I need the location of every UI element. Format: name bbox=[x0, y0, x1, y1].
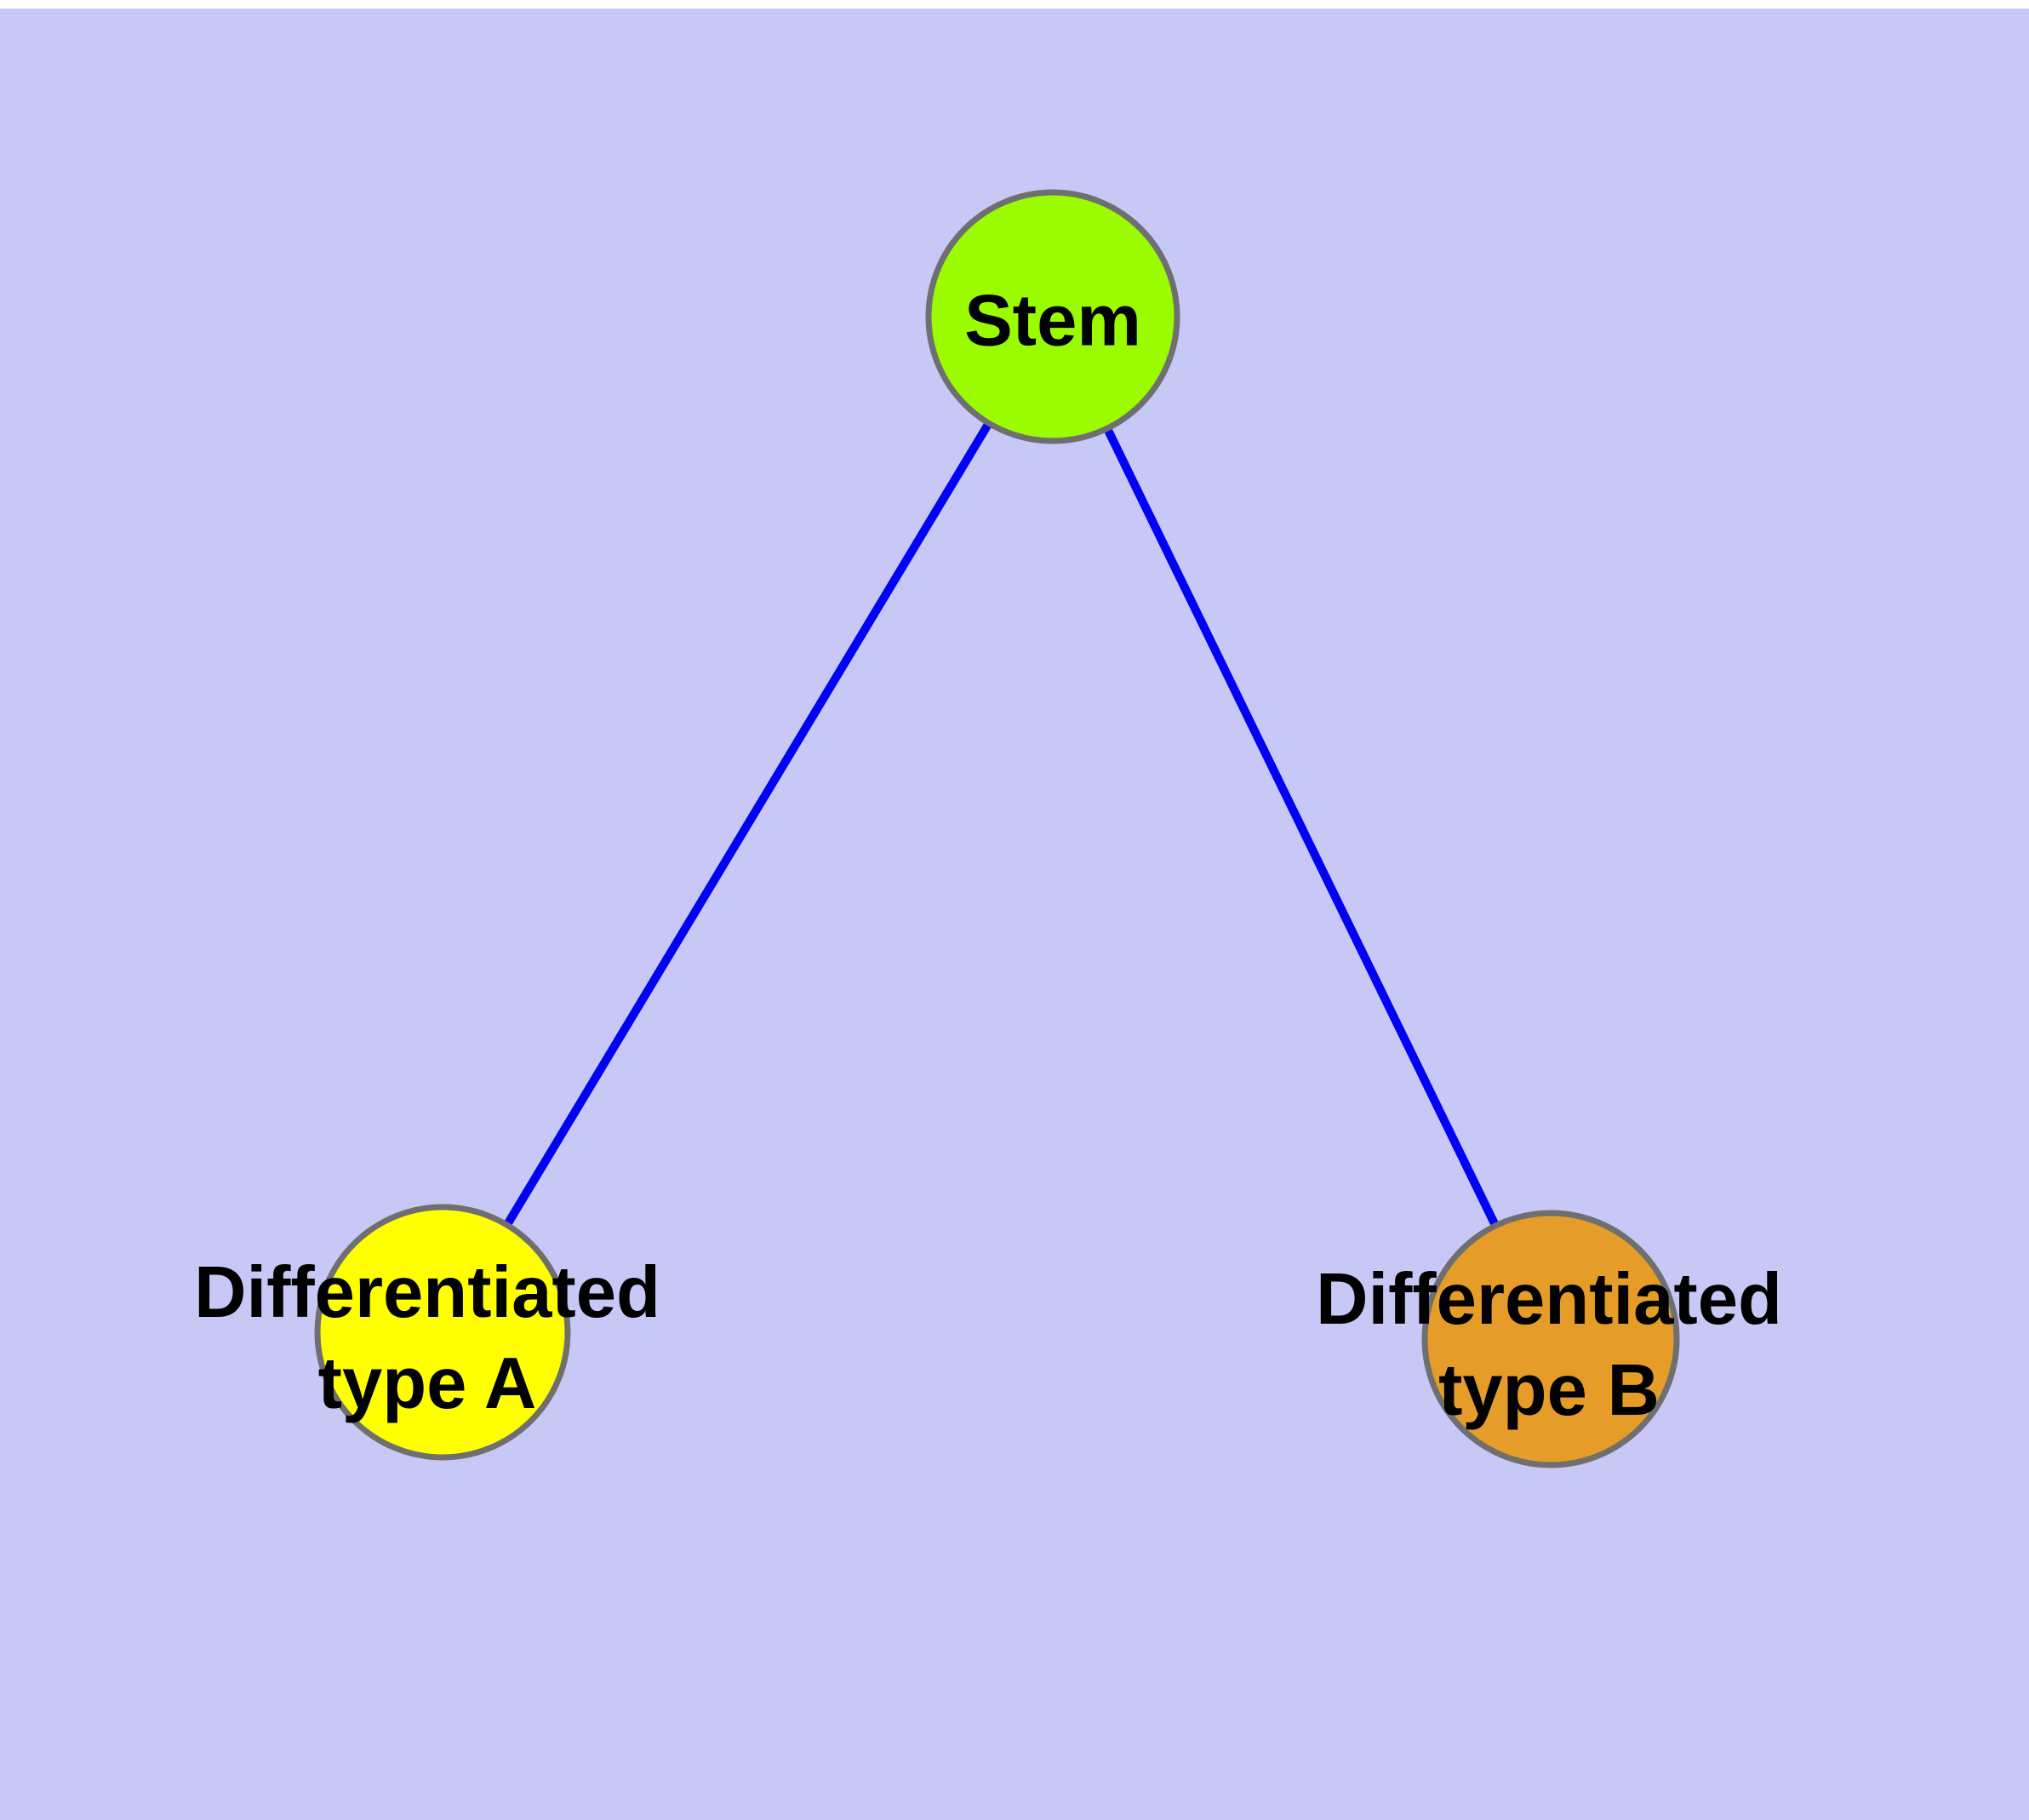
differentiated-type-b-node-label: Differentiated type B bbox=[1316, 1254, 1782, 1436]
type-b-label-line2: type B bbox=[1438, 1350, 1660, 1431]
stem-node-circle bbox=[925, 189, 1180, 444]
edge-stem-to-type-a bbox=[438, 314, 1057, 1335]
differentiated-type-a-node-label: Differentiated type A bbox=[194, 1247, 660, 1429]
type-a-label-line2: type A bbox=[317, 1343, 537, 1424]
type-b-label-line1: Differentiated bbox=[1316, 1259, 1782, 1340]
stem-node-label: Stem bbox=[964, 276, 1141, 367]
stem-node-label-text: Stem bbox=[964, 280, 1141, 362]
type-a-label-line1: Differentiated bbox=[194, 1252, 660, 1333]
differentiated-type-b-node-circle bbox=[1421, 1210, 1680, 1468]
edge-stem-to-type-b bbox=[1049, 314, 1555, 1342]
differentiated-type-a-node-circle bbox=[314, 1204, 571, 1461]
